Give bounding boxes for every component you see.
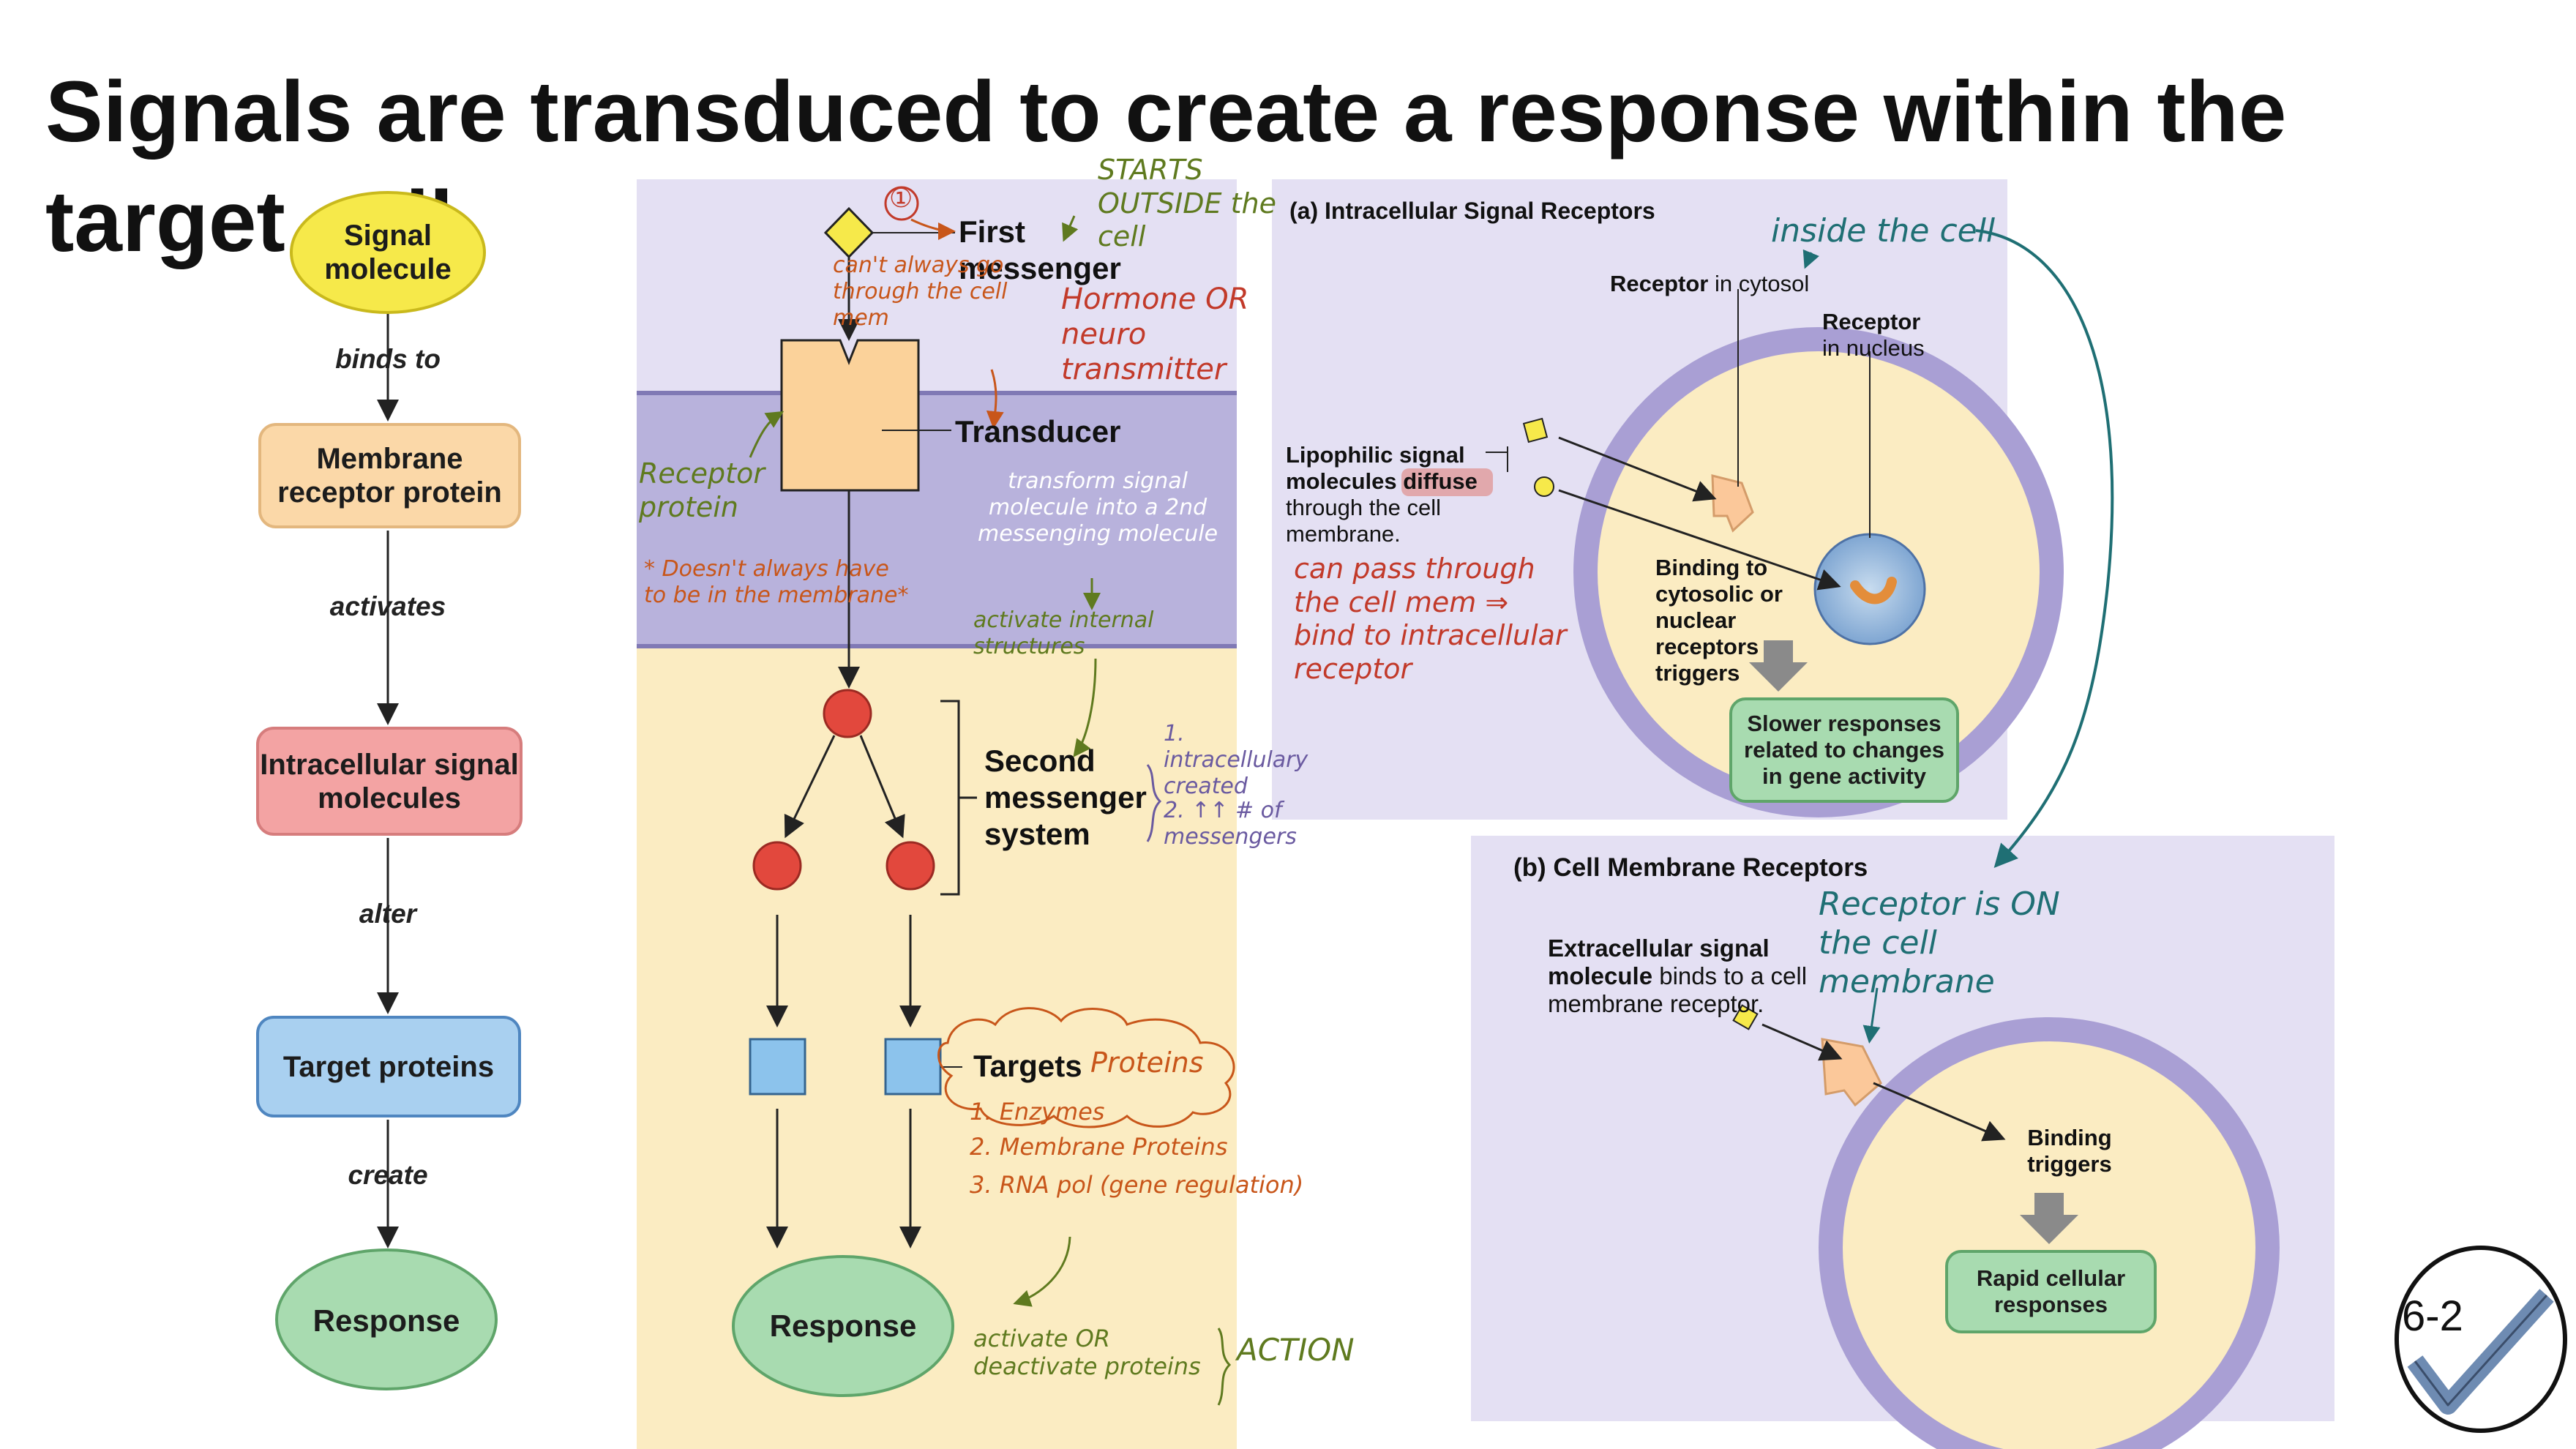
target-proteins-node: Target proteins xyxy=(282,1050,495,1083)
annotation-receptor-on-membrane: Receptor is ON the cell membrane xyxy=(1819,886,2060,1000)
signal-molecule-node: Signal molecule xyxy=(324,220,452,285)
rapid-responses-box: Rapid cellular responses xyxy=(1976,1265,2126,1317)
left-flow-shapes xyxy=(256,191,523,1390)
targets-label: Targets xyxy=(973,1049,1082,1083)
second-messenger-label: Second messenger system xyxy=(984,744,1147,851)
teal-annotation-strokes xyxy=(1401,229,2114,1044)
verb-binds-to: binds to xyxy=(335,344,441,374)
panel-b-title: (b) Cell Membrane Receptors xyxy=(1513,853,1868,882)
panel-b-graphics xyxy=(1471,836,2334,1449)
slower-responses-box: Slower responses related to changes in g… xyxy=(1744,711,1944,789)
receptor-cytosol-label: Receptor in cytosol xyxy=(1610,271,1810,296)
annotation-transform: transform signal molecule into a 2nd mes… xyxy=(977,468,1218,547)
annotation-activate-internal: activate internal structures xyxy=(973,607,1154,659)
middle-response-node: Response xyxy=(769,1308,917,1343)
annotation-inside-cell: inside the cell xyxy=(1771,212,1996,250)
panel-a-graphics xyxy=(1272,179,2064,820)
verb-alter: alter xyxy=(359,899,417,929)
panel-a-title: (a) Intracellular Signal Receptors xyxy=(1289,198,1655,224)
annotation-can-pass: can pass through the cell mem ⇒ bind to … xyxy=(1294,553,1567,685)
membrane-receptor-node: Membrane receptor protein xyxy=(277,443,502,509)
annotation-proteins: Proteins xyxy=(1090,1046,1204,1079)
extracellular-label: Extracellular signal molecule binds to a… xyxy=(1548,935,1808,1017)
response-node: Response xyxy=(312,1303,460,1338)
middle-panel-shapes xyxy=(732,206,977,1397)
annotation-list-membrane-proteins: 2. Membrane Proteins xyxy=(970,1133,1228,1161)
transducer-label: Transducer xyxy=(955,414,1121,449)
verb-activates: activates xyxy=(329,591,446,621)
first-messenger-label: First messenger xyxy=(959,214,1121,285)
annotation-list-rna-pol: 3. RNA pol (gene regulation) xyxy=(970,1171,1304,1199)
annotation-receptor-protein: Receptor protein xyxy=(639,457,765,523)
annotation-list-enzymes: 1. Enzymes xyxy=(970,1098,1105,1126)
annotation-cant-always: can't always go through the cell mem xyxy=(833,252,1008,331)
middle-annotation-strokes xyxy=(749,186,1235,1406)
verb-create: create xyxy=(348,1160,428,1190)
annotation-hormone: Hormone OR neuro transmitter xyxy=(1061,282,1249,386)
annotation-number-one: ① xyxy=(889,184,913,214)
annotation-doesnt-always: * Doesn't always have to be in the membr… xyxy=(644,556,909,608)
slide-number-badge: 6-2 xyxy=(2402,1292,2463,1340)
checkmark-badge-icon xyxy=(2395,1246,2567,1433)
annotation-action: ACTION xyxy=(1237,1332,1355,1368)
lipophilic-label: Lipophilic signal molecules diffuse thro… xyxy=(1286,442,1478,547)
annotation-intracellulary: 1. intracellulary created xyxy=(1164,721,1308,799)
binding-triggers-label: Binding triggers xyxy=(2027,1125,2112,1177)
annotation-increase-messengers: 2. ↑↑ # of messengers xyxy=(1164,798,1297,850)
intracellular-signal-node: Intracellular signal molecules xyxy=(260,748,519,815)
annotation-activate-deactivate: activate OR deactivate proteins xyxy=(973,1325,1201,1381)
binding-cytosolic-label: Binding to cytosolic or nuclear receptor… xyxy=(1655,555,1783,686)
annotation-starts-outside: STARTS OUTSIDE the cell xyxy=(1098,154,1276,253)
